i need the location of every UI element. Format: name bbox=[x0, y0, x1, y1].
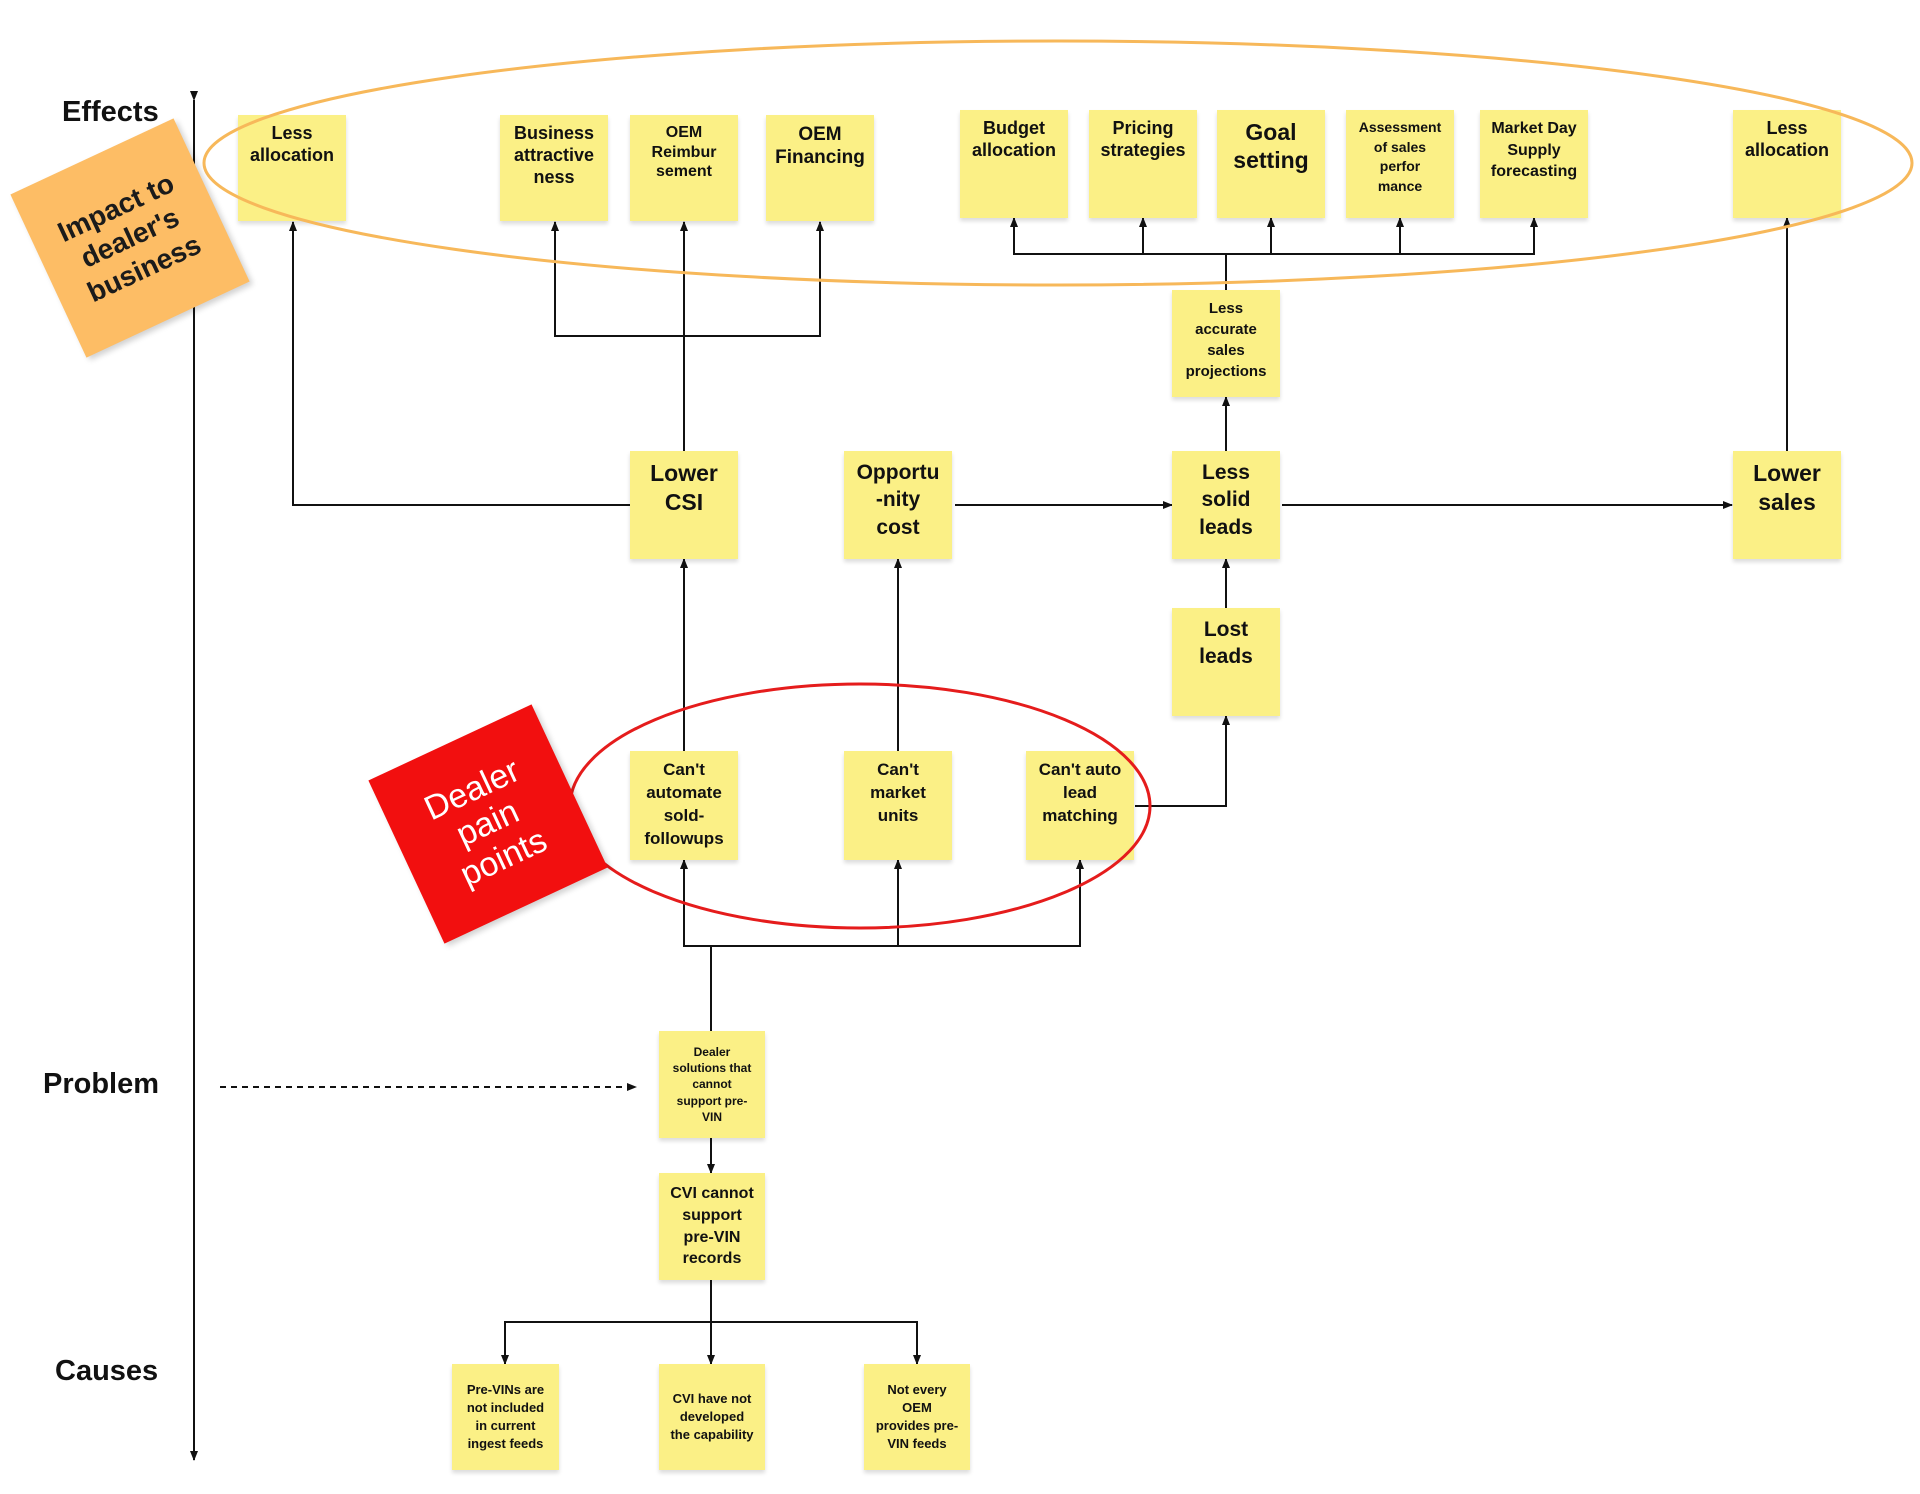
dealer-pain-points-tag[interactable]: Dealer pain points bbox=[368, 704, 608, 944]
sticky-problem-dealer-solutions[interactable]: Dealer solutions that cannot support pre… bbox=[659, 1031, 765, 1138]
connector-pain-bracket bbox=[683, 860, 1081, 947]
sticky-pricing-strategies[interactable]: Pricing strategies bbox=[1089, 110, 1197, 218]
sticky-lost-leads[interactable]: Lost leads bbox=[1172, 608, 1280, 716]
sticky-text: Lower CSI bbox=[650, 460, 718, 515]
sticky-text: Lower sales bbox=[1753, 460, 1821, 515]
sticky-text: Budget allocation bbox=[971, 118, 1056, 160]
impact-tag-text: Impact to dealer's business bbox=[53, 167, 206, 308]
sticky-text: Lost leads bbox=[1199, 618, 1253, 669]
sticky-text: Not every OEM provides pre- VIN feeds bbox=[875, 1381, 959, 1452]
sticky-text: Less allocation bbox=[249, 123, 334, 165]
sticky-text: CVI have not developed the capability bbox=[670, 1390, 754, 1443]
impact-to-business-tag[interactable]: Impact to dealer's business bbox=[10, 118, 250, 358]
connector-effects-bracket bbox=[1013, 218, 1535, 255]
sticky-text: Less allocation bbox=[1744, 118, 1829, 160]
sticky-cant-auto-lead-matching[interactable]: Can't auto lead matching bbox=[1026, 751, 1134, 860]
sticky-text: Can't market units bbox=[870, 760, 926, 825]
sticky-text: Dealer solutions that cannot support pre… bbox=[672, 1045, 752, 1124]
sticky-budget-allocation[interactable]: Budget allocation bbox=[960, 110, 1068, 218]
connector-causes-bracket bbox=[504, 1321, 918, 1364]
effects-axis-label: Effects bbox=[62, 96, 159, 128]
sticky-text: CVI cannot support pre-VIN records bbox=[670, 1185, 754, 1268]
sticky-cause-previns-not-included[interactable]: Pre-VINs are not included in current ing… bbox=[452, 1364, 559, 1470]
sticky-goal-setting[interactable]: Goal setting bbox=[1217, 110, 1325, 218]
sticky-oem-reimbursement[interactable]: OEM Reimbur sement bbox=[630, 115, 738, 221]
sticky-text: Market Day Supply forecasting bbox=[1490, 120, 1578, 181]
sticky-less-allocation-right[interactable]: Less allocation bbox=[1733, 110, 1841, 218]
sticky-cant-market-units[interactable]: Can't market units bbox=[844, 751, 952, 860]
sticky-text: Less accurate sales projections bbox=[1185, 300, 1267, 380]
connector-csi-branch-financing bbox=[684, 221, 824, 337]
sticky-lower-csi[interactable]: Lower CSI bbox=[630, 451, 738, 559]
sticky-market-day-supply[interactable]: Market Day Supply forecasting bbox=[1480, 110, 1588, 218]
sticky-business-attractiveness[interactable]: Business attractive ness bbox=[500, 115, 608, 221]
sticky-cause-not-every-oem[interactable]: Not every OEM provides pre- VIN feeds bbox=[864, 1364, 970, 1470]
sticky-text: Opportu -nity cost bbox=[856, 461, 940, 539]
sticky-text: Less solid leads bbox=[1199, 461, 1253, 539]
sticky-cant-automate-followups[interactable]: Can't automate sold- followups bbox=[630, 751, 738, 860]
sticky-text: Can't auto lead matching bbox=[1038, 760, 1122, 825]
pain-tag-text: Dealer pain points bbox=[418, 751, 553, 894]
connector-autolead-to-lost bbox=[1135, 715, 1230, 807]
sticky-text: Goal setting bbox=[1233, 119, 1309, 174]
sticky-text: Pre-VINs are not included in current ing… bbox=[466, 1381, 545, 1452]
sticky-text: Can't automate sold- followups bbox=[644, 760, 724, 848]
sticky-less-accurate-projections[interactable]: Less accurate sales projections bbox=[1172, 290, 1280, 397]
sticky-text: Assessment of sales perfor mance bbox=[1358, 119, 1442, 194]
sticky-assessment-sales-performance[interactable]: Assessment of sales perfor mance bbox=[1346, 110, 1454, 218]
sticky-text: OEM Reimbur sement bbox=[651, 124, 717, 181]
sticky-cvi-cannot-support[interactable]: CVI cannot support pre-VIN records bbox=[659, 1173, 765, 1280]
sticky-cause-cvi-not-developed[interactable]: CVI have not developed the capability bbox=[659, 1364, 765, 1470]
sticky-text: Business attractive ness bbox=[513, 123, 595, 187]
connector-csi-branch-business bbox=[551, 221, 684, 337]
problem-axis-label: Problem bbox=[43, 1068, 160, 1100]
sticky-less-allocation-left[interactable]: Less allocation bbox=[238, 115, 346, 221]
sticky-text: Pricing strategies bbox=[1100, 118, 1186, 160]
sticky-less-solid-leads[interactable]: Less solid leads bbox=[1172, 451, 1280, 559]
causes-axis-label: Causes bbox=[55, 1355, 159, 1387]
sticky-oem-financing[interactable]: OEM Financing bbox=[766, 115, 874, 221]
connector-csi-to-allocation bbox=[289, 221, 630, 506]
sticky-lower-sales[interactable]: Lower sales bbox=[1733, 451, 1841, 559]
sticky-opportunity-cost[interactable]: Opportu -nity cost bbox=[844, 451, 952, 559]
sticky-text: OEM Financing bbox=[775, 124, 865, 169]
